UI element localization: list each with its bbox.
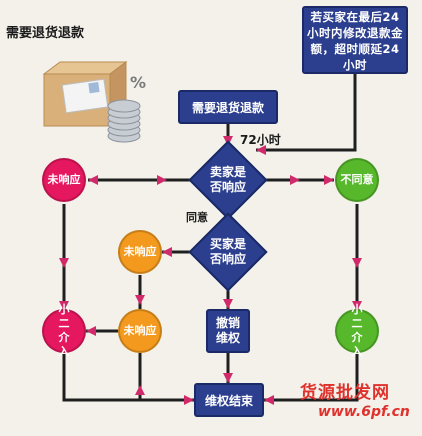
no-response-circle-left: 未响应: [42, 158, 86, 202]
buyer-decision-diamond: 买家是否响应: [188, 212, 268, 292]
buyer-decision-text: 买家是否响应: [209, 237, 246, 266]
revoke-box: 撤销维权: [206, 309, 250, 353]
time-72h-label: 72小时: [240, 133, 281, 147]
seller-decision-diamond: 卖家是否响应: [188, 140, 268, 220]
package-coins-icon: %: [42, 61, 146, 143]
disagree-circle: 不同意: [335, 158, 379, 202]
end-box: 维权结束: [194, 383, 264, 417]
buyer-no-response-circle-1: 未响应: [118, 230, 162, 274]
seller-decision-text: 卖家是否响应: [209, 165, 246, 194]
agree-label: 同意: [186, 211, 208, 224]
xiaoer-intervene-left: 小二介入: [42, 303, 86, 358]
timeout-note: 若买家在最后24小时内修改退款金额，超时顺延24小时: [302, 6, 408, 74]
start-box: 需要退货退款: [178, 90, 278, 124]
page-title: 需要退货退款: [6, 26, 85, 41]
buyer-no-response-circle-2: 未响应: [118, 309, 162, 353]
watermark-brand: 货源批发网: [300, 383, 390, 403]
svg-text:%: %: [130, 73, 146, 92]
xiaoer-intervene-right: 小二介入: [335, 303, 379, 358]
watermark-url: www.6pf.cn: [318, 404, 410, 420]
